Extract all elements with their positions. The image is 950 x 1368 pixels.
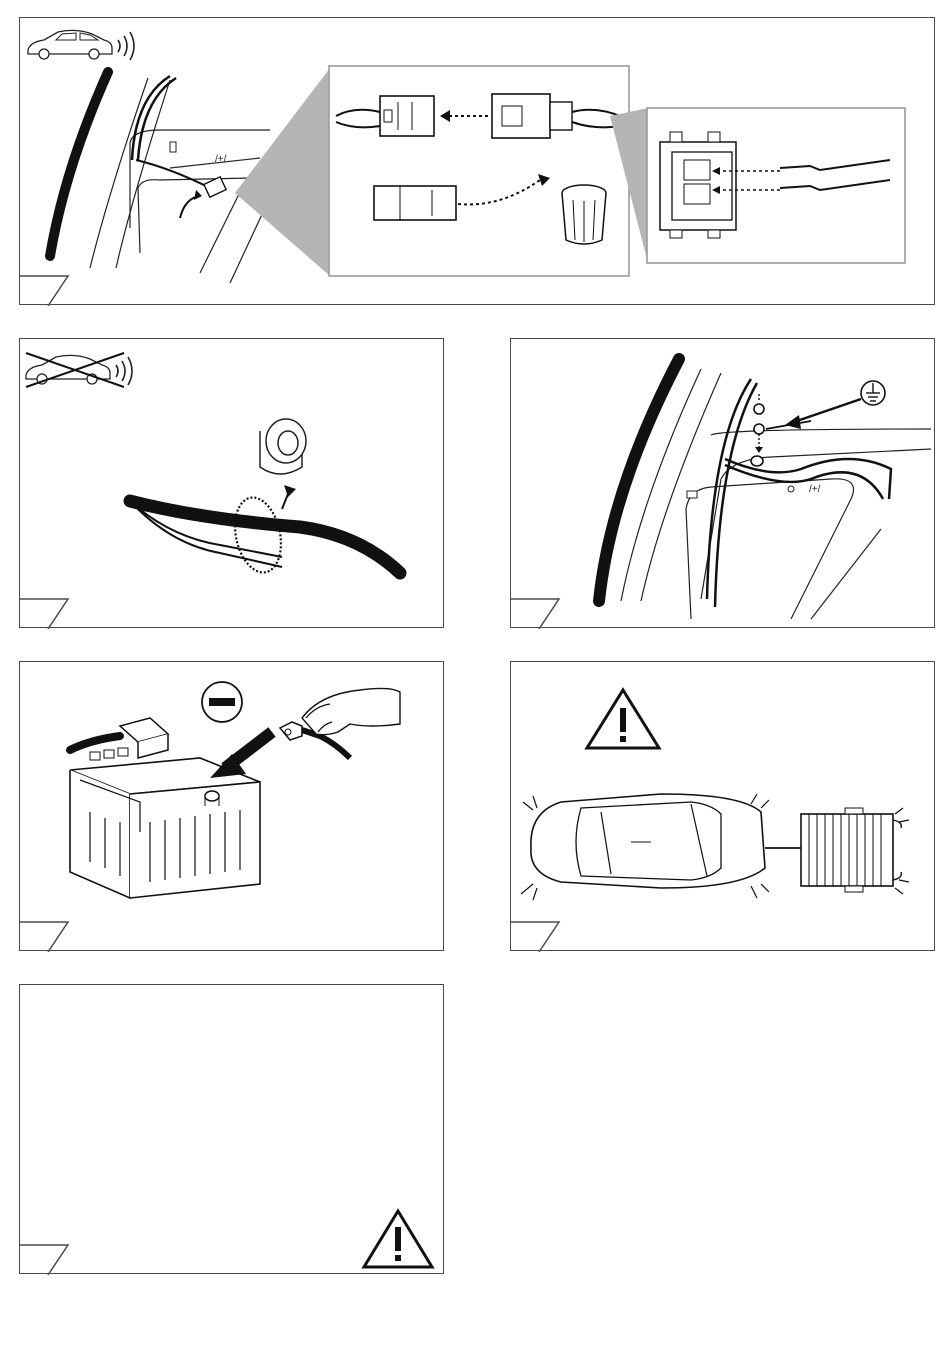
panel-2-illustration [20,339,445,629]
step-tab-corner [20,1245,68,1275]
warning-triangle-icon [364,1211,432,1267]
insulating-tape-icon [260,419,306,474]
panel-1-illustration: /+/ [20,18,936,306]
connector-in-car [204,177,226,197]
minus-battery-terminal-icon [202,682,242,722]
trunk-seal [599,359,679,601]
blind-plug [374,186,456,220]
panel-4-illustration [20,662,445,952]
panel-3-illustration: /+/ [511,339,936,629]
car-battery [70,718,260,898]
hand-with-terminal [280,688,400,758]
panel-step-4 [19,661,444,951]
car-and-trailer-icon [521,794,909,900]
step-tab-corner [20,276,68,306]
step-tab-corner [20,922,68,952]
callout-wedge [235,68,330,276]
wrap-dotted-circle [229,493,288,576]
ground-bolt [751,394,764,466]
car-with-signal-icon [28,30,134,60]
step-tab-corner [20,599,68,629]
connector-housing-front [660,132,736,238]
panel-6-illustration [20,985,445,1275]
ground-symbol-icon [861,381,885,405]
step-tab-corner [511,599,559,629]
fuse-mark-label: /+/ [215,154,227,165]
panel-step-3: /+/ [510,338,935,628]
panel-step-6 [19,984,444,1274]
fuse-mark-label: /+/ [809,484,821,495]
warning-triangle-icon [587,690,659,748]
step-tab-corner [511,922,559,952]
panel-step-5 [510,661,935,951]
trunk-seal [50,72,108,256]
storage-cup-icon [562,185,606,244]
panel-step-1: /+/ [19,17,935,305]
panel-step-2 [19,338,444,628]
panel-5-illustration [511,662,936,952]
car-signal-crossed-icon [26,353,132,387]
